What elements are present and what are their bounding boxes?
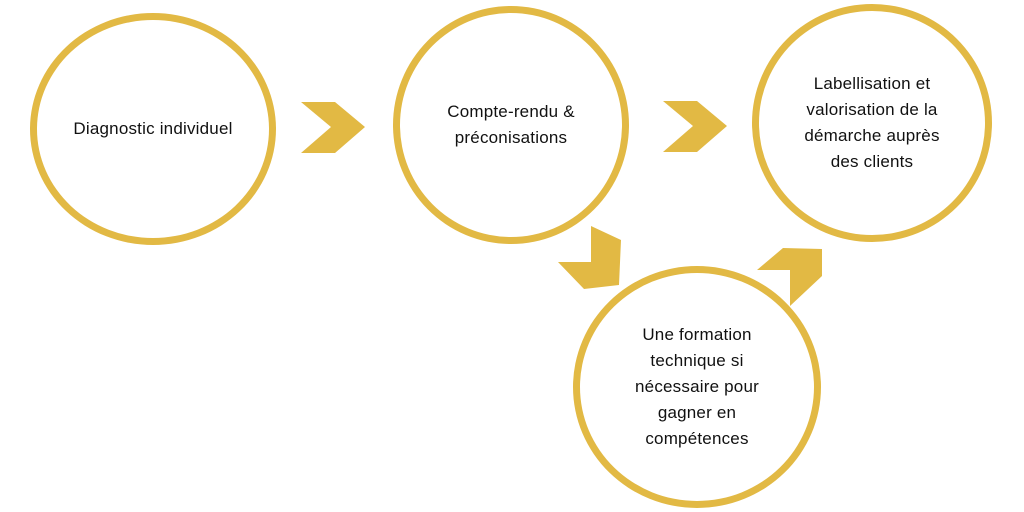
step-label: Une formation technique si nécessaire po… xyxy=(635,325,759,448)
step-label: Labellisation et valorisation de la déma… xyxy=(804,74,940,171)
arrow-compte-rendu-to-formation xyxy=(558,226,621,289)
step-diagnostic: Diagnostic individuel xyxy=(30,13,276,245)
arrow-compte-rendu-to-labellisation xyxy=(663,101,727,152)
step-label: Compte-rendu & préconisations xyxy=(447,102,575,147)
step-label: Diagnostic individuel xyxy=(73,119,233,138)
step-compte-rendu: Compte-rendu & préconisations xyxy=(393,6,629,244)
step-formation: Une formation technique si nécessaire po… xyxy=(573,266,821,508)
step-labellisation: Labellisation et valorisation de la déma… xyxy=(752,4,992,242)
arrow-formation-to-labellisation xyxy=(757,248,822,306)
arrow-diagnostic-to-compte-rendu xyxy=(301,102,365,153)
